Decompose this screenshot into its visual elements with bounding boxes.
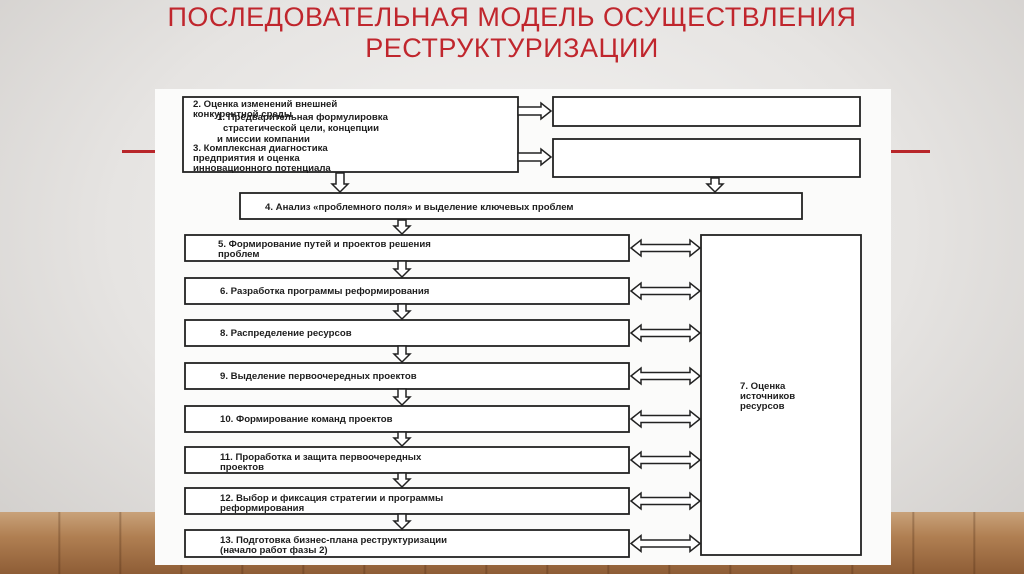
arrow-n6-to-n7: [631, 283, 700, 299]
box-n2: [553, 97, 860, 126]
arrow-n8-to-n9: [394, 346, 410, 362]
arrow-n11-to-n12: [394, 473, 410, 487]
arrow-n12-to-n7: [631, 493, 700, 509]
label-n5-line-2: проблем: [218, 249, 259, 260]
accent-line-right: [886, 150, 930, 153]
arrow-1-to-2: [518, 103, 551, 119]
arrow-3-to-4: [707, 178, 723, 192]
slide-title-line-2: РЕСТРУКТУРИЗАЦИИ: [0, 33, 1024, 64]
arrow-1-to-3: [518, 149, 551, 165]
label-n12-line-2: реформирования: [220, 503, 304, 514]
arrow-n6-to-n8: [394, 304, 410, 319]
arrow-1-to-4: [332, 173, 348, 192]
arrow-n11-to-n7: [631, 452, 700, 468]
label-n11-line-2: проектов: [220, 462, 264, 473]
label-n7-line-3: ресурсов: [740, 401, 785, 412]
arrow-n12-to-n13: [394, 514, 410, 529]
label-n13-line-2: (начало работ фазы 2): [220, 545, 328, 556]
label-n8-line-1: 8. Распределение ресурсов: [220, 328, 352, 339]
box-n3: [553, 139, 860, 177]
arrow-n9-to-n10: [394, 389, 410, 405]
arrow-n5-to-n6: [394, 261, 410, 277]
label-n1-line-2: стратегической цели, концепции: [223, 123, 379, 134]
arrow-n10-to-n11: [394, 432, 410, 446]
restructuring-flowchart: 1. Предварительная формулировкастратегич…: [155, 89, 891, 565]
arrow-n5-to-n7: [631, 240, 700, 256]
arrow-n10-to-n7: [631, 411, 700, 427]
arrow-n9-to-n7: [631, 368, 700, 384]
arrow-n8-to-n7: [631, 325, 700, 341]
arrow-4-to-5: [394, 220, 410, 234]
slide-title: ПОСЛЕДОВАТЕЛЬНАЯ МОДЕЛЬ ОСУЩЕСТВЛЕНИЯ РЕ…: [0, 2, 1024, 64]
slide-title-line-1: ПОСЛЕДОВАТЕЛЬНАЯ МОДЕЛЬ ОСУЩЕСТВЛЕНИЯ: [0, 2, 1024, 33]
label-n4-line-1: 4. Анализ «проблемного поля» и выделение…: [265, 202, 574, 213]
label-n10-line-1: 10. Формирование команд проектов: [220, 414, 393, 425]
label-n9-line-1: 9. Выделение первоочередных проектов: [220, 371, 417, 382]
label-n2-line-2: конкурентной среды: [193, 109, 292, 120]
label-n3-line-3: инновационного потенциала: [193, 163, 331, 174]
label-n6-line-1: 6. Разработка программы реформирования: [220, 286, 429, 297]
arrow-n13-to-n7: [631, 536, 700, 552]
